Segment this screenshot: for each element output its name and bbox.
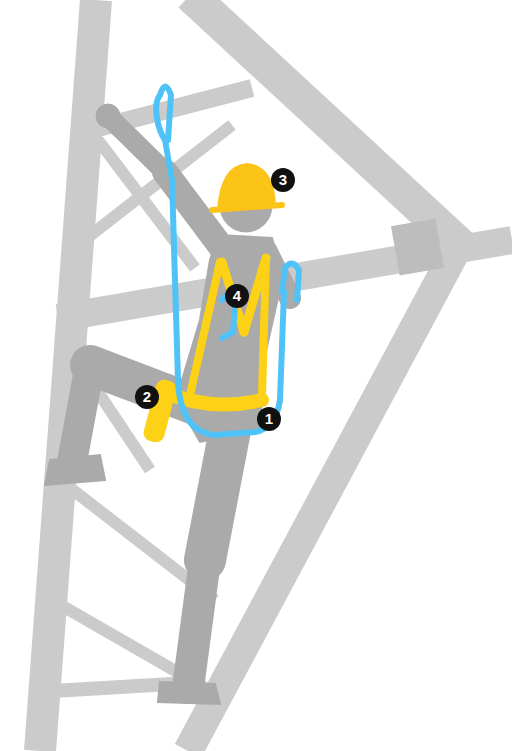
harness bbox=[142, 258, 266, 444]
beam-clamp bbox=[391, 218, 444, 275]
callout-number: 2 bbox=[135, 385, 159, 409]
lanyard-strap bbox=[156, 95, 284, 435]
worker-silhouette bbox=[45, 104, 290, 704]
tower-leg bbox=[40, 0, 96, 751]
harness-strap bbox=[262, 258, 266, 395]
worker-leg bbox=[205, 430, 230, 560]
worker-leg bbox=[188, 560, 205, 688]
callout-number: 1 bbox=[257, 407, 281, 431]
callout-number: 3 bbox=[271, 168, 295, 192]
lanyard bbox=[156, 87, 299, 436]
lanyard-hook bbox=[282, 263, 299, 300]
tower-lattice bbox=[36, 0, 512, 751]
harness-strap bbox=[190, 262, 220, 395]
callout-number: 4 bbox=[225, 284, 249, 308]
helmet-brim bbox=[212, 205, 282, 210]
worker-leg bbox=[72, 365, 90, 462]
safety-helmet bbox=[217, 163, 276, 210]
worker-hand bbox=[96, 104, 120, 128]
worker-foot bbox=[45, 455, 105, 485]
worker-foot bbox=[158, 682, 220, 704]
